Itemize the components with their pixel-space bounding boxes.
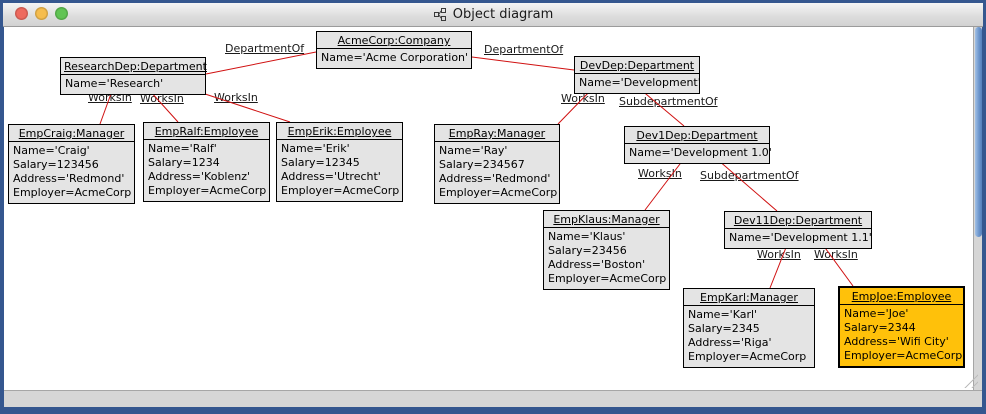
attribute-line: Address='Utrecht' <box>281 170 381 183</box>
object-node-title: AcmeCorp:Company <box>317 32 471 49</box>
attribute-line: Name='Joe' <box>844 307 909 320</box>
edge-label[interactable]: WorksIn <box>638 167 682 180</box>
attribute-line: Employer=AcmeCorp <box>281 184 400 197</box>
traffic-lights <box>15 7 68 20</box>
edge-label[interactable]: DepartmentOf <box>484 43 564 56</box>
object-node-title: EmpCraig:Manager <box>9 125 134 142</box>
attribute-line: Name='Ralf' <box>148 142 217 155</box>
vertical-scrollbar[interactable] <box>973 27 982 390</box>
attribute-line: Salary=12345 <box>281 156 360 169</box>
attribute-line: Name='Acme Corporation' <box>321 51 469 64</box>
horizontal-scrollbar[interactable] <box>4 390 982 407</box>
attribute-line: Salary=2344 <box>844 321 916 334</box>
attribute-line: Name='Research' <box>65 77 164 90</box>
attribute-line: Name='Craig' <box>13 144 90 157</box>
attribute-line: Address='Redmond' <box>439 172 551 185</box>
minimize-button[interactable] <box>35 7 48 20</box>
attribute-line: Name='Ray' <box>439 144 508 157</box>
titlebar: Object diagram <box>3 3 983 27</box>
edge-label[interactable]: WorksIn <box>757 248 801 261</box>
attribute-line: Name='Development 1.1' <box>729 231 872 244</box>
attribute-line: Address='Koblenz' <box>148 170 251 183</box>
attribute-line: Address='Boston' <box>548 258 646 271</box>
attribute-line: Name='Erik' <box>281 142 350 155</box>
edge-line[interactable] <box>717 159 778 212</box>
attribute-line: Salary=23456 <box>548 244 627 257</box>
attribute-line: Salary=234567 <box>439 158 525 171</box>
edge-line[interactable] <box>205 51 317 75</box>
object-node-attributes: Name='Development' <box>575 74 701 93</box>
edge-line[interactable] <box>471 56 575 71</box>
zoom-button[interactable] <box>55 7 68 20</box>
close-button[interactable] <box>15 7 28 20</box>
edge-label[interactable]: DepartmentOf <box>225 42 305 55</box>
attribute-line: Name='Development 1.0' <box>629 146 772 159</box>
object-node-title: Dev1Dep:Department <box>625 127 769 144</box>
object-node-attributes: Name='Development 1.1' <box>725 229 872 248</box>
edge-label[interactable]: SubdepartmentOf <box>700 169 799 182</box>
object-diagram-icon <box>433 8 447 21</box>
object-node-title: DevDep:Department <box>575 57 699 74</box>
object-node-title: ResearchDep:Department <box>61 58 207 75</box>
object-node-title: EmpJoe:Employee <box>840 288 963 305</box>
object-node-title: EmpErik:Employee <box>277 123 402 140</box>
attribute-line: Employer=AcmeCorp <box>548 272 667 285</box>
attribute-line: Salary=1234 <box>148 156 220 169</box>
edge-label[interactable]: WorksIn <box>814 248 858 261</box>
attribute-line: Name='Development' <box>579 76 701 89</box>
attribute-line: Employer=AcmeCorp <box>13 186 132 199</box>
attribute-line: Employer=AcmeCorp <box>844 349 963 362</box>
object-node-title: EmpKlaus:Manager <box>544 211 669 228</box>
object-node-title: EmpRay:Manager <box>435 125 559 142</box>
object-node-title: EmpKarl:Manager <box>684 289 814 306</box>
edge-label[interactable]: WorksIn <box>214 91 258 104</box>
object-node-attributes: Name='Development 1.0' <box>625 144 772 163</box>
object-node-title: Dev11Dep:Department <box>725 212 871 229</box>
edge-label[interactable]: SubdepartmentOf <box>619 95 718 108</box>
attribute-line: Employer=AcmeCorp <box>688 350 807 363</box>
window-title-text: Object diagram <box>452 7 554 22</box>
attribute-line: Salary=123456 <box>13 158 99 171</box>
attribute-line: Name='Karl' <box>688 308 758 321</box>
attribute-line: Name='Klaus' <box>548 230 626 243</box>
attribute-line: Address='Wifi City' <box>844 335 949 348</box>
attribute-line: Employer=AcmeCorp <box>148 184 267 197</box>
vertical-scrollbar-thumb[interactable] <box>975 27 982 237</box>
attribute-line: Address='Redmond' <box>13 172 125 185</box>
attribute-line: Employer=AcmeCorp <box>439 186 558 199</box>
object-node-attributes: Name='Acme Corporation' <box>317 49 471 68</box>
attribute-line: Address='Riga' <box>688 336 772 349</box>
attribute-line: Salary=2345 <box>688 322 760 335</box>
object-node-attributes: Name='Research' <box>61 75 205 94</box>
window-title: Object diagram <box>433 7 554 22</box>
object-node-title: EmpRalf:Employee <box>144 123 269 140</box>
